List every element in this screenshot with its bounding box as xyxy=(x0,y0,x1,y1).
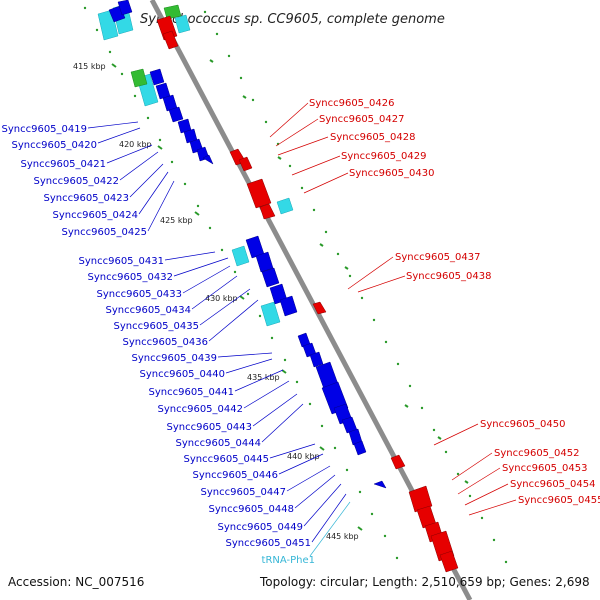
gene-label[interactable]: Syncc9605_0444 xyxy=(176,438,262,449)
kbp-label-430: 430 kbp xyxy=(205,294,238,303)
kbp-label-415: 415 kbp xyxy=(73,62,106,71)
kbp-label-445: 445 kbp xyxy=(326,532,359,541)
gene-label[interactable]: Syncc9605_0438 xyxy=(406,271,492,282)
gene-label[interactable]: Syncc9605_0449 xyxy=(218,522,304,533)
gene-label[interactable]: Syncc9605_0433 xyxy=(97,289,183,300)
feature-other xyxy=(130,4,182,88)
gene-label[interactable]: Syncc9605_0437 xyxy=(395,252,481,263)
gene-label[interactable]: Syncc9605_0439 xyxy=(132,353,218,364)
gene-label[interactable]: Syncc9605_0448 xyxy=(209,504,295,515)
kbp-label-420: 420 kbp xyxy=(119,140,152,149)
gene-label[interactable]: Syncc9605_0423 xyxy=(44,193,130,204)
gene-label[interactable]: Syncc9605_0453 xyxy=(502,463,588,474)
gene-label[interactable]: Syncc9605_0426 xyxy=(309,98,395,109)
gene-label[interactable]: Syncc9605_0427 xyxy=(319,114,405,125)
gene-label[interactable]: Syncc9605_0451 xyxy=(226,538,312,549)
left-gene-labels: Syncc9605_0419 Syncc9605_0420 Syncc9605_… xyxy=(2,124,316,566)
left-connectors xyxy=(87,121,347,543)
gene-label[interactable]: Syncc9605_0425 xyxy=(62,227,148,238)
gene-label[interactable]: Syncc9605_0452 xyxy=(494,448,580,459)
right-connectors xyxy=(269,102,517,516)
gene-label[interactable]: Syncc9605_0443 xyxy=(167,422,253,433)
gene-label[interactable]: Syncc9605_0422 xyxy=(34,176,120,187)
gene-label[interactable]: Syncc9605_0420 xyxy=(12,140,98,151)
kbp-label-440: 440 kbp xyxy=(287,452,320,461)
kbp-label-435: 435 kbp xyxy=(247,373,280,382)
gene-label[interactable]: Syncc9605_0430 xyxy=(349,168,435,179)
gene-label[interactable]: Syncc9605_0434 xyxy=(106,305,192,316)
gene-label[interactable]: Syncc9605_0435 xyxy=(114,321,200,332)
gene-label[interactable]: Syncc9605_0436 xyxy=(123,337,209,348)
gene-label[interactable]: Syncc9605_0455 xyxy=(518,495,600,506)
accession-text: Accession: NC_007516 xyxy=(8,575,144,589)
gc-dashes-right xyxy=(209,59,469,484)
gene-label[interactable]: Syncc9605_0421 xyxy=(21,159,107,170)
gene-label[interactable]: Syncc9605_0431 xyxy=(79,256,165,267)
feature-forward-cds xyxy=(108,0,387,489)
gc-track-left xyxy=(83,6,399,560)
gene-label[interactable]: Syncc9605_0454 xyxy=(510,479,596,490)
map-title: Synechococcus sp. CC9605, complete genom… xyxy=(140,12,445,27)
gene-label[interactable]: Syncc9605_0447 xyxy=(201,487,287,498)
gene-label[interactable]: Syncc9605_0442 xyxy=(158,404,244,415)
trna-label[interactable]: tRNA-Phe1 xyxy=(262,555,315,566)
gene-label[interactable]: Syncc9605_0424 xyxy=(53,210,139,221)
gene-label[interactable]: Syncc9605_0432 xyxy=(88,272,174,283)
gene-label[interactable]: Syncc9605_0441 xyxy=(149,387,235,398)
gene-label[interactable]: Syncc9605_0429 xyxy=(341,151,427,162)
kbp-ticks xyxy=(111,63,363,531)
gene-label[interactable]: Syncc9605_0445 xyxy=(184,454,270,465)
gc-track-right xyxy=(203,10,508,564)
genome-summary-text: Topology: circular; Length: 2,510,659 bp… xyxy=(259,575,590,589)
gene-label[interactable]: Syncc9605_0450 xyxy=(480,419,566,430)
right-gene-labels: Syncc9605_0426 Syncc9605_0427 Syncc9605_… xyxy=(309,98,600,506)
trna-connector xyxy=(309,501,351,557)
kbp-label-425: 425 kbp xyxy=(160,216,193,225)
gene-label[interactable]: Syncc9605_0440 xyxy=(140,369,226,380)
gene-label[interactable]: Syncc9605_0428 xyxy=(330,132,416,143)
gene-label[interactable]: Syncc9605_0446 xyxy=(193,470,279,481)
gene-label[interactable]: Syncc9605_0419 xyxy=(2,124,88,135)
feature-reverse-cds xyxy=(156,15,459,573)
